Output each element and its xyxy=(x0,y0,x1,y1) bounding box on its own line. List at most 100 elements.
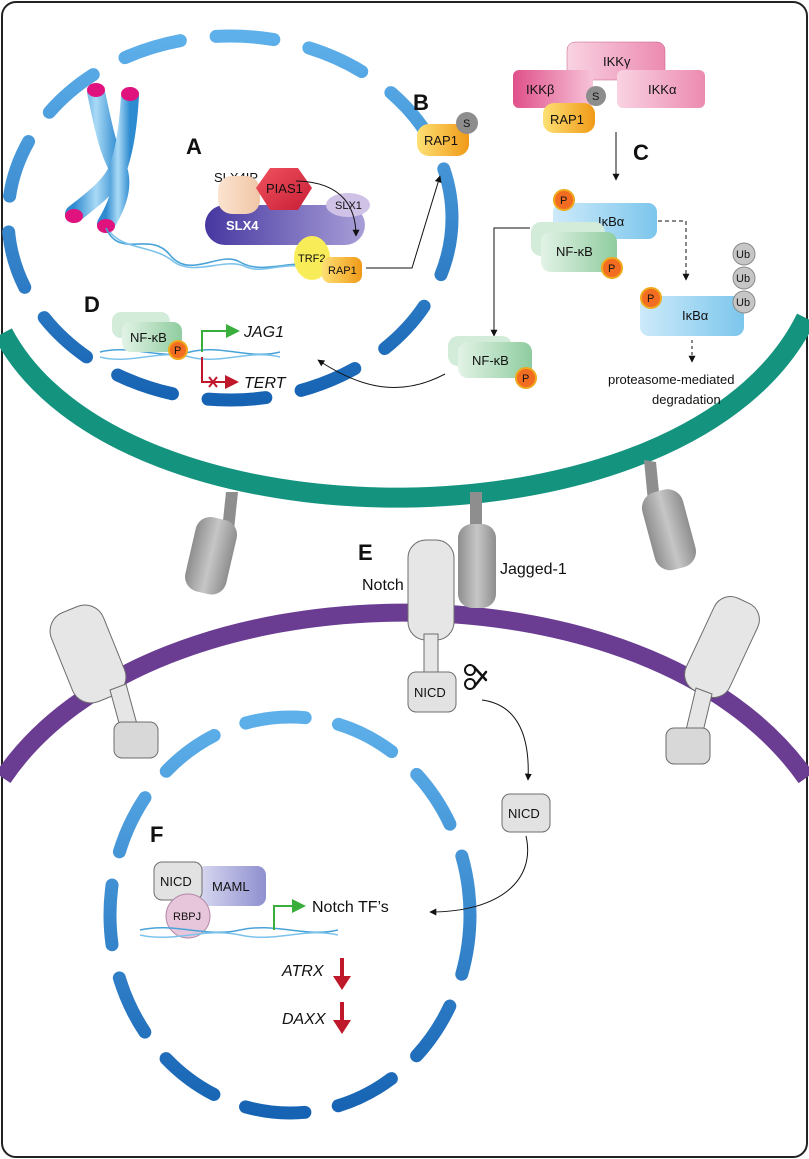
jag1-label: JAG1 xyxy=(243,324,284,341)
upper-receptor-right xyxy=(641,460,697,571)
panel-c-label: C xyxy=(633,140,649,165)
scissors-icon xyxy=(464,664,488,690)
s-label-c: S xyxy=(592,91,599,103)
nfkb-label-c: NF-κB xyxy=(556,244,593,259)
ikba-ub-protein xyxy=(640,296,744,336)
panel-a-label: A xyxy=(186,134,202,159)
sumo-s-badge xyxy=(586,86,606,106)
tert-promoter-line xyxy=(201,357,226,383)
phospho-p-badge xyxy=(601,257,623,279)
ubiquitin-badge xyxy=(732,242,756,266)
tert-block-x-icon xyxy=(208,376,218,388)
rbpj-label: RBPJ xyxy=(173,911,201,923)
upper-nuclear-envelope xyxy=(1,29,459,407)
phospho-p-badge xyxy=(640,287,662,309)
p-label-4: P xyxy=(522,373,529,385)
degradation-line-2: degradation xyxy=(652,392,721,407)
rbpj-protein xyxy=(165,893,211,939)
ub-label-2: Ub xyxy=(736,273,750,285)
chromosome xyxy=(65,83,139,233)
p-label-1: P xyxy=(560,195,567,207)
ub-label-3: Ub xyxy=(736,297,750,309)
ub-label-1: Ub xyxy=(736,249,750,261)
daxx-label: DAXX xyxy=(282,1011,327,1028)
atrx-label: ATRX xyxy=(281,963,325,980)
jag1-activation-arrow xyxy=(226,324,240,338)
nfkb-protein xyxy=(541,232,617,272)
ubiquitin-badge xyxy=(732,290,756,314)
ikba-label: IκBα xyxy=(598,214,625,229)
rap1-label-a: RAP1 xyxy=(328,265,357,277)
nicd-free-protein xyxy=(501,793,551,833)
s-label-b: S xyxy=(463,118,470,130)
notch-receptor-right xyxy=(665,596,760,765)
nfkb-free-protein xyxy=(458,342,532,378)
phospho-p-badge xyxy=(553,189,575,211)
pias1-label: PIAS1 xyxy=(266,181,303,196)
p-label-5: P xyxy=(174,345,181,357)
trf2-protein xyxy=(294,236,330,280)
ikk-beta-protein xyxy=(513,70,593,108)
maml-label: MAML xyxy=(212,879,250,894)
rap1-release-arrow xyxy=(366,175,442,269)
panel-b-label: B xyxy=(413,90,429,115)
telomeric-dna xyxy=(105,227,313,271)
atrx-down-arrow xyxy=(333,958,351,990)
notch-receptor-left xyxy=(49,604,159,759)
nfkb-nuclear-entry-arrow xyxy=(317,359,446,388)
rap1-label-b: RAP1 xyxy=(424,133,458,148)
daxx-down-arrow xyxy=(333,1002,351,1034)
upper-cell-membrane xyxy=(0,313,809,508)
notch-tf-promoter-line xyxy=(273,905,292,930)
telomere-cap xyxy=(87,83,105,97)
nfkb-d-protein xyxy=(122,322,182,352)
jagged1-ligand xyxy=(458,492,496,608)
maml-protein xyxy=(196,866,266,906)
phospho-p-badge xyxy=(168,340,188,360)
ubiquitin-chain: Ub Ub Ub xyxy=(732,242,756,314)
notch-receptor-center xyxy=(407,539,457,713)
ikba-release-arrow xyxy=(658,220,690,281)
notch-tf-activation-arrow xyxy=(292,899,306,913)
tert-repression-arrow xyxy=(225,375,239,389)
nicd-label-e: NICD xyxy=(414,685,446,700)
ikk-alpha-label: IKKα xyxy=(648,82,677,97)
telomere-cap xyxy=(97,219,115,233)
nicd-nuclear-entry-arrow xyxy=(429,835,528,916)
rap1-protein-c xyxy=(543,103,595,133)
nicd-translocation-arrow xyxy=(481,699,532,781)
nfkb-label-free: NF-κB xyxy=(472,353,509,368)
trf2-label: TRF2 xyxy=(298,253,326,265)
notch-tfs-label: Notch TF’s xyxy=(312,899,389,916)
slx4ip-protein xyxy=(218,176,260,214)
dna-strand-f xyxy=(139,926,339,939)
jagged1-label: Jagged-1 xyxy=(500,561,567,578)
p-label-3: P xyxy=(647,293,654,305)
sumo-s-badge xyxy=(456,112,478,134)
degradation-line-1: proteasome-mediated xyxy=(608,372,734,387)
telomere-cap xyxy=(121,87,139,101)
slx4-protein xyxy=(205,205,365,245)
nicd-label-f: NICD xyxy=(160,874,192,889)
p-label-2: P xyxy=(608,263,615,275)
ikk-gamma-label: IKKγ xyxy=(603,54,631,69)
ikk-beta-label: IKKβ xyxy=(526,82,554,97)
slx1-label: SLX1 xyxy=(335,200,362,212)
panel-d-label: D xyxy=(84,292,100,317)
telomere-cap xyxy=(65,209,83,223)
phospho-p-badge xyxy=(515,367,537,389)
ikba-label-2: IκBα xyxy=(682,308,709,323)
nicd-label-free: NICD xyxy=(508,806,540,821)
rap1-label-c: RAP1 xyxy=(550,112,584,127)
upper-receptor-left xyxy=(185,492,238,595)
panel-e-label: E xyxy=(358,540,373,565)
ikk-alpha-protein xyxy=(617,70,705,108)
nfkb-release-arrow xyxy=(490,227,530,337)
panel-f-label: F xyxy=(150,822,163,847)
nfkb-label-d: NF-κB xyxy=(130,330,167,345)
lower-nuclear-envelope xyxy=(103,710,477,1120)
rap1-protein-b xyxy=(417,124,469,156)
slx4-label: SLX4 xyxy=(226,218,259,233)
